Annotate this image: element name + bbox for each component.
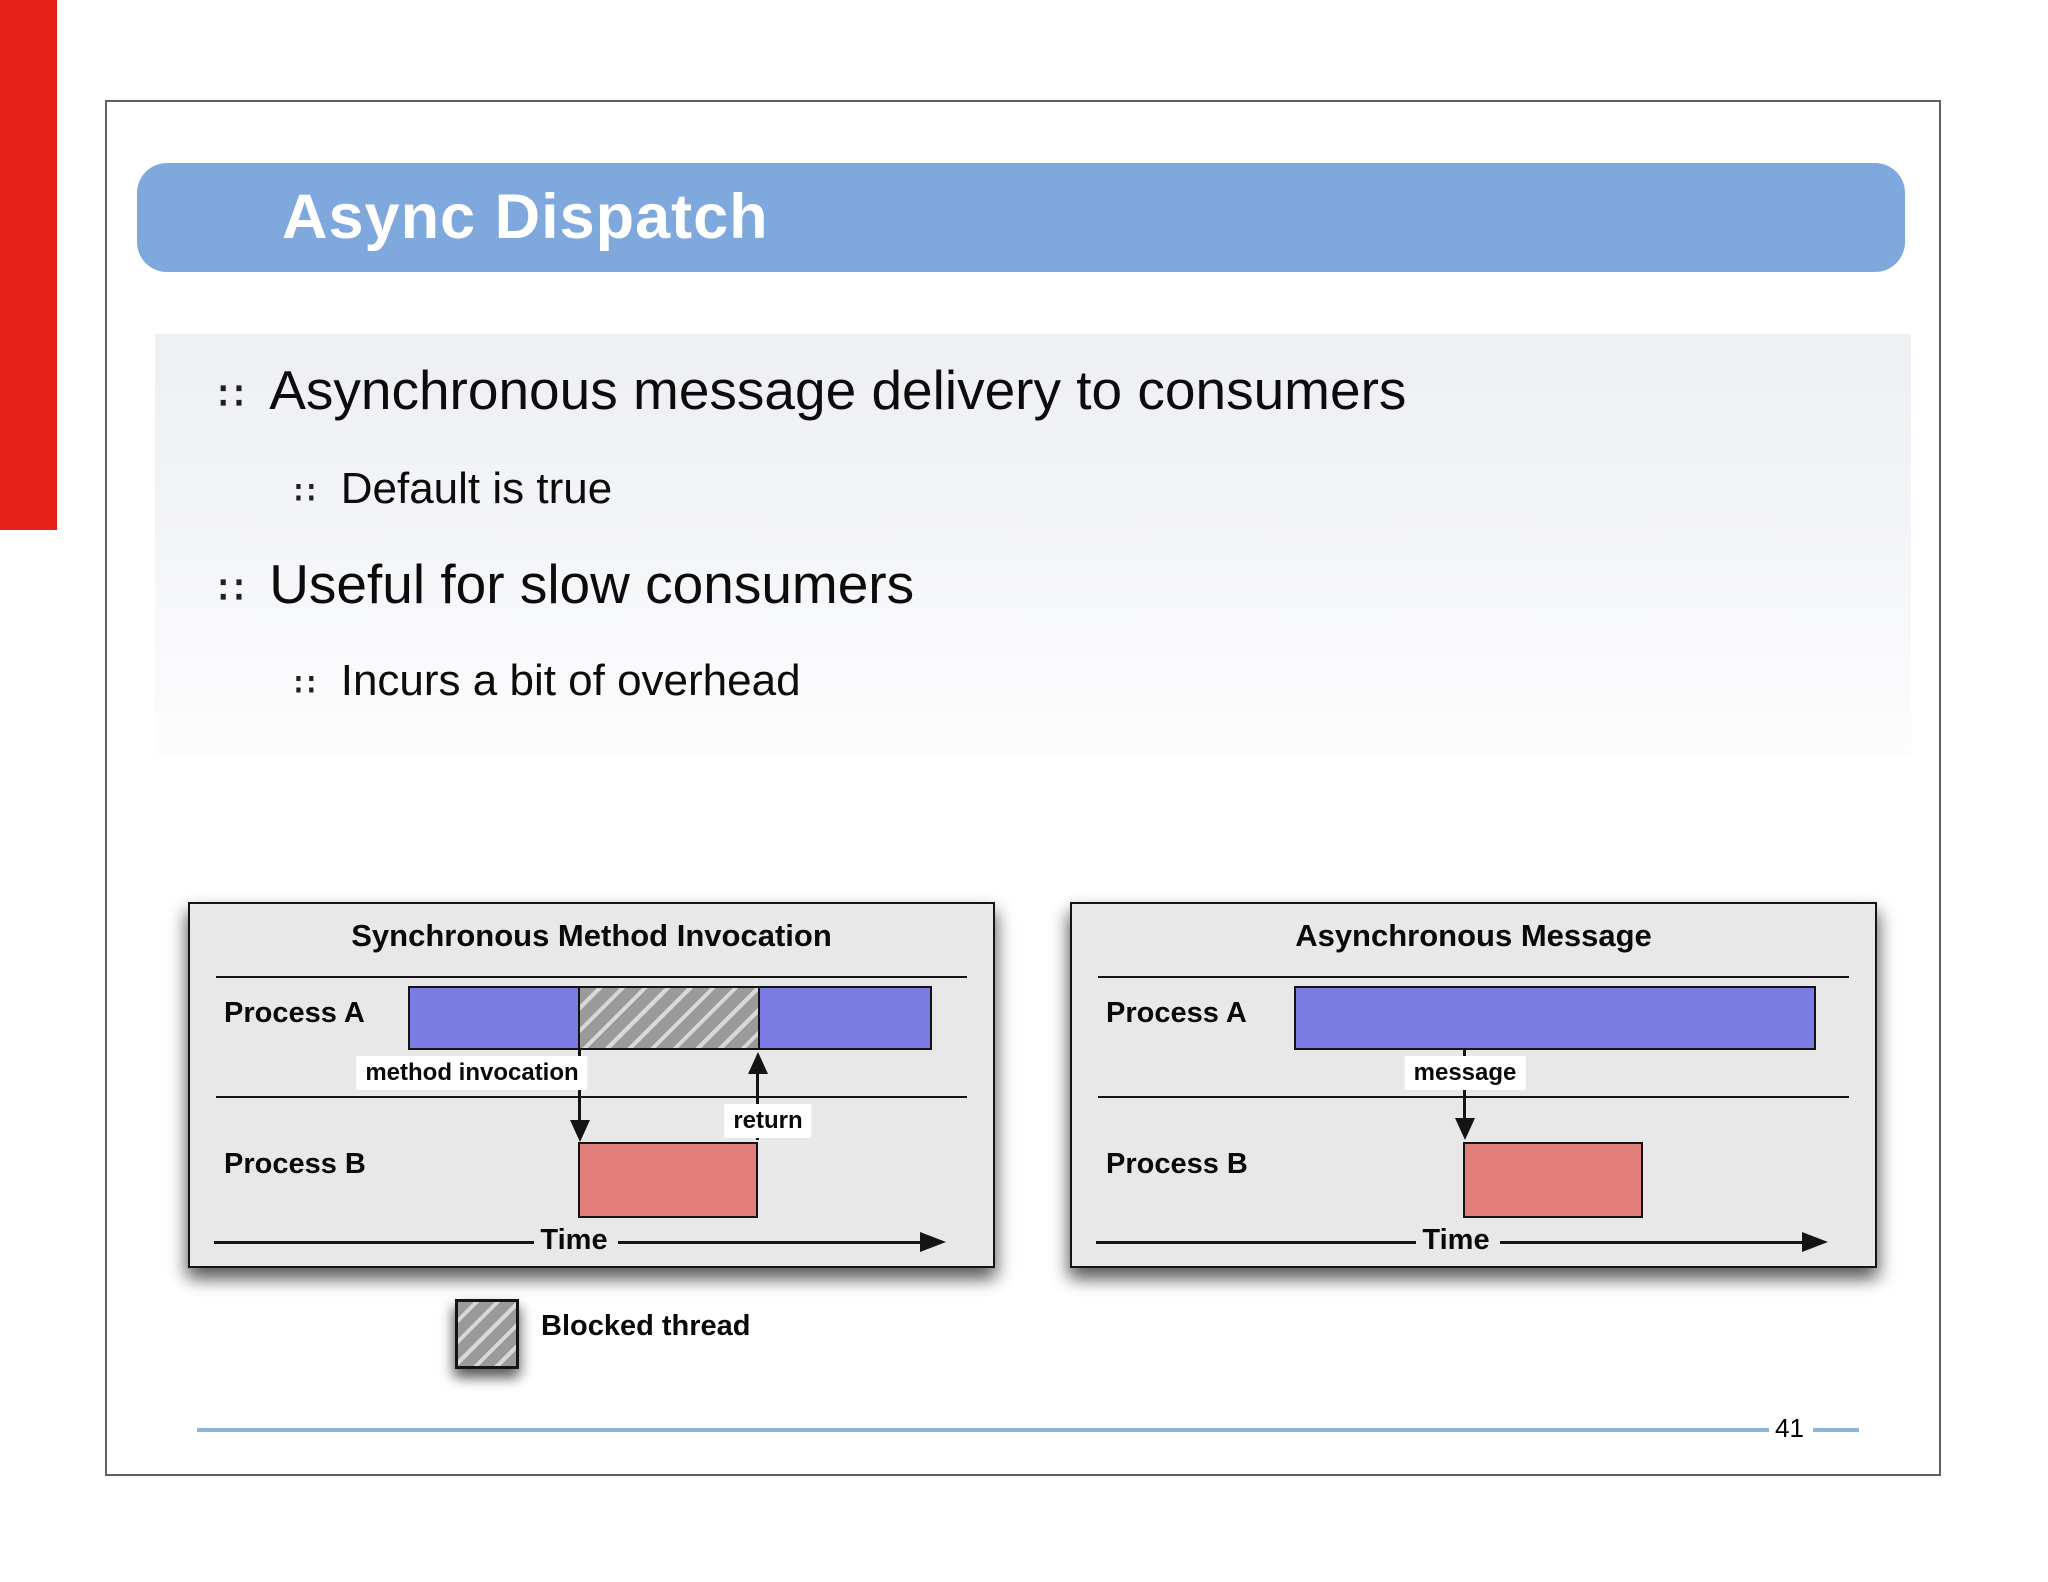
slide-title-bar: Async Dispatch — [137, 163, 1905, 272]
arrow-right-icon — [1802, 1232, 1828, 1252]
page-number: 41 — [1775, 1413, 1804, 1443]
legend-label: Blocked thread — [541, 1310, 751, 1342]
arrow-right-icon — [920, 1232, 946, 1252]
invocation-label: method invocation — [356, 1056, 588, 1090]
time-label: Time — [1422, 1224, 1490, 1256]
bullet-subitem: ∷ Incurs a bit of overhead — [295, 656, 801, 706]
time-label: Time — [540, 1224, 608, 1256]
running-segment — [408, 986, 580, 1050]
footer-rule — [197, 1428, 1769, 1432]
running-segment — [760, 986, 932, 1050]
blocked-segment — [580, 986, 760, 1050]
process-a-label: Process A — [1106, 997, 1247, 1029]
diagram-synchronous-invocation: Synchronous Method Invocation Process A … — [188, 902, 995, 1268]
bullet-text: Default is true — [340, 464, 613, 513]
divider-line — [1098, 1096, 1849, 1098]
bullet-text: Useful for slow consumers — [269, 553, 915, 615]
arrow-down-icon — [1455, 1118, 1475, 1140]
time-axis-line — [1096, 1241, 1416, 1244]
process-a-bar — [408, 986, 932, 1050]
bullet-marker-icon: ∷ — [219, 570, 244, 612]
bullet-marker-icon: ∷ — [219, 376, 244, 418]
diagram-title: Synchronous Method Invocation — [351, 918, 832, 953]
bullet-marker-icon: ∷ — [295, 667, 315, 702]
slide-title: Async Dispatch — [282, 182, 769, 252]
process-b-label: Process B — [1106, 1148, 1248, 1180]
time-axis-line — [1500, 1241, 1802, 1244]
process-b-bar — [578, 1142, 758, 1218]
process-a-bar — [1294, 986, 1816, 1050]
time-axis-line — [214, 1241, 534, 1244]
bullet-text: Asynchronous message delivery to consume… — [269, 359, 1407, 421]
bullet-text: Incurs a bit of overhead — [340, 656, 801, 705]
bullet-subitem: ∷ Default is true — [295, 464, 612, 514]
divider-line — [216, 1096, 967, 1098]
diagram-asynchronous-message: Asynchronous Message Process A message P… — [1070, 902, 1877, 1268]
process-a-label: Process A — [224, 997, 365, 1029]
arrow-down-icon — [570, 1120, 590, 1142]
arrow-up-icon — [748, 1052, 768, 1074]
return-label: return — [724, 1104, 812, 1138]
time-axis-line — [618, 1241, 920, 1244]
divider-line — [1098, 976, 1849, 978]
slide: Async Dispatch ∷ Asynchronous message de… — [105, 100, 1941, 1476]
process-b-bar — [1463, 1142, 1643, 1218]
footer-rule — [1813, 1428, 1859, 1432]
bullet-item: ∷ Useful for slow consumers — [219, 552, 914, 616]
blocked-thread-swatch-icon — [455, 1299, 519, 1369]
bullet-item: ∷ Asynchronous message delivery to consu… — [219, 358, 1406, 422]
bullet-marker-icon: ∷ — [295, 475, 315, 510]
process-b-label: Process B — [224, 1148, 366, 1180]
diagram-title: Asynchronous Message — [1295, 918, 1652, 953]
divider-line — [216, 976, 967, 978]
message-label: message — [1404, 1056, 1526, 1090]
bullet-panel: ∷ Asynchronous message delivery to consu… — [155, 334, 1911, 756]
red-edge-strip — [0, 0, 57, 530]
